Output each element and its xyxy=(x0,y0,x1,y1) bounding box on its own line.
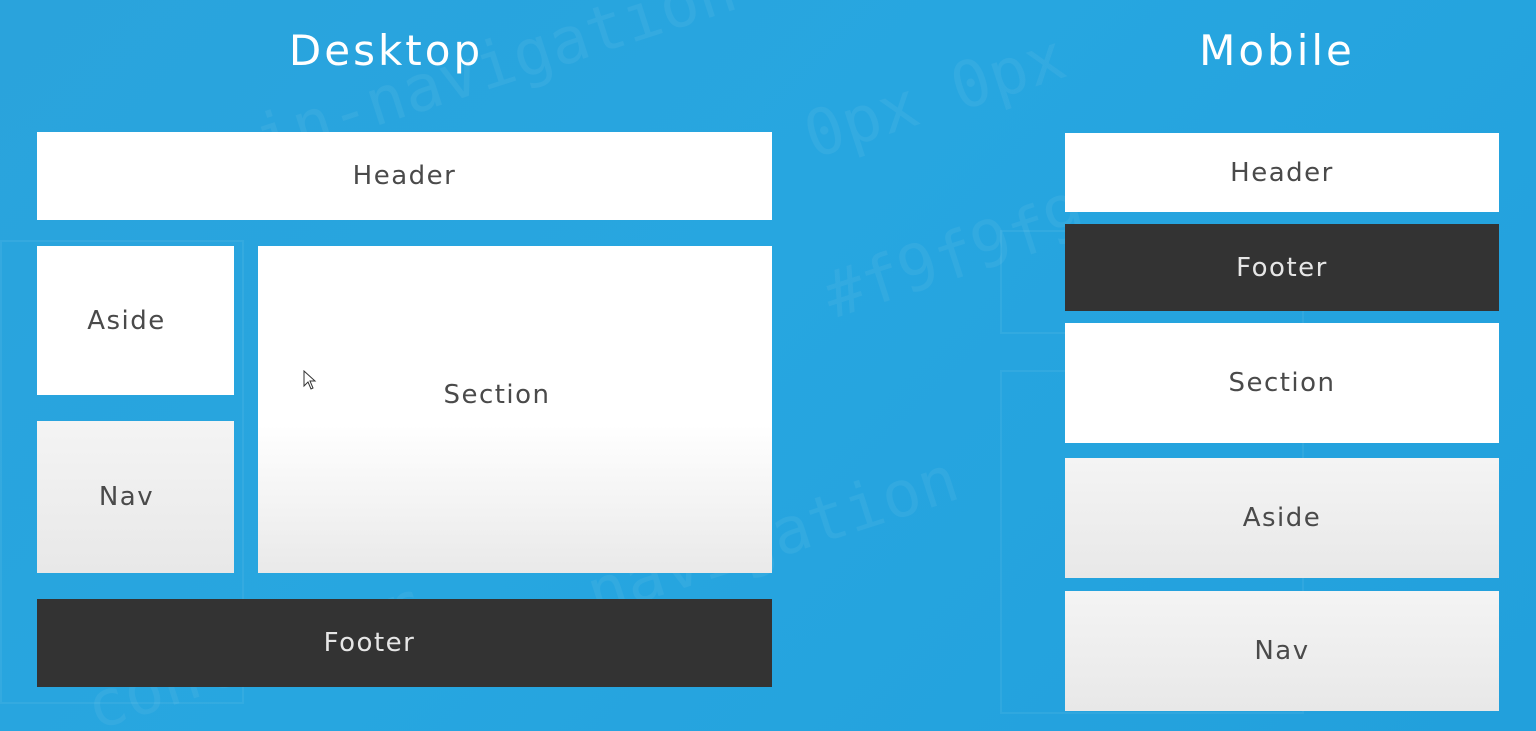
mouse-pointer-icon xyxy=(303,370,317,390)
mobile-aside-block: Aside xyxy=(1065,458,1499,578)
desktop-footer-block: Footer xyxy=(37,599,772,687)
desktop-nav-block: Nav xyxy=(37,421,234,573)
desktop-header-block: Header xyxy=(37,132,772,220)
mobile-footer-label: Footer xyxy=(1236,252,1328,283)
desktop-section-label: Section xyxy=(443,379,551,410)
desktop-aside-block: Aside xyxy=(37,246,234,395)
desktop-header-label: Header xyxy=(352,161,457,191)
mobile-nav-block: Nav xyxy=(1065,591,1499,711)
desktop-section-block: Section xyxy=(258,246,772,573)
mobile-title: Mobile xyxy=(1199,26,1355,75)
mobile-aside-label: Aside xyxy=(1242,503,1322,533)
desktop-title: Desktop xyxy=(288,26,484,75)
desktop-nav-label: Nav xyxy=(98,482,155,512)
mobile-header-block: Header xyxy=(1065,133,1499,212)
desktop-footer-label: Footer xyxy=(323,628,416,658)
mobile-nav-label: Nav xyxy=(1254,636,1310,666)
mobile-section-block: Section xyxy=(1065,323,1499,443)
mobile-footer-block: Footer xyxy=(1065,224,1499,311)
desktop-aside-label: Aside xyxy=(87,305,166,336)
mobile-header-label: Header xyxy=(1230,157,1334,188)
mobile-section-label: Section xyxy=(1228,368,1336,398)
